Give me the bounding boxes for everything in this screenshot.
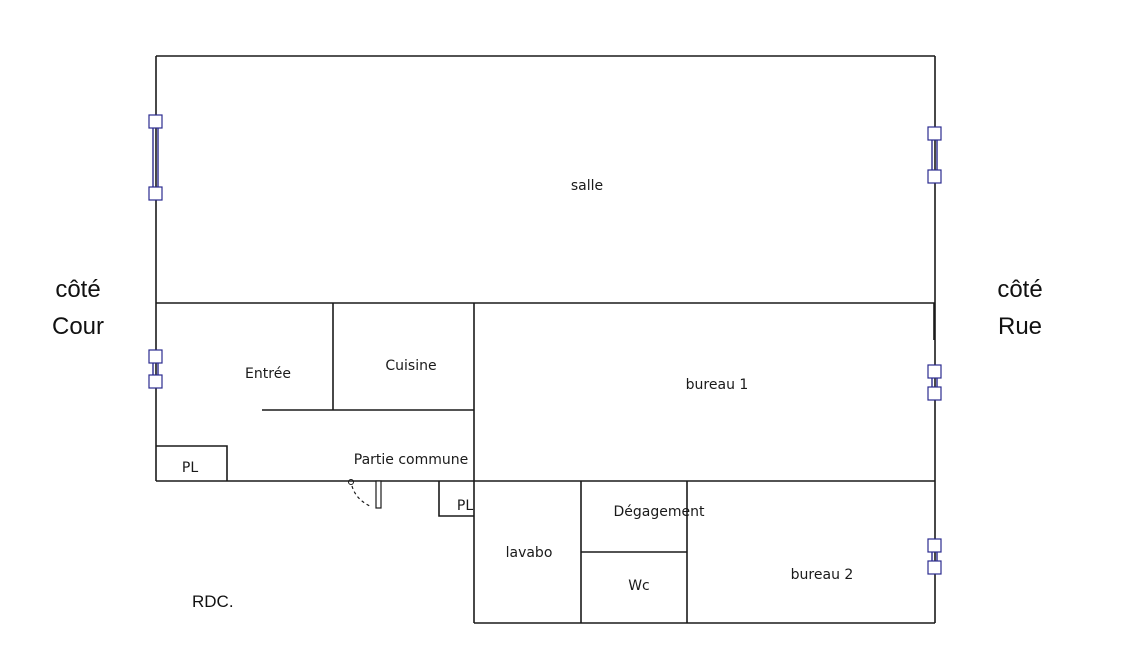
side-left-line2: Cour: [52, 313, 104, 340]
window-bureau2-right: [927, 538, 942, 575]
label-bureau-1: bureau 1: [686, 377, 749, 393]
label-wc: Wc: [628, 578, 650, 594]
label-partie-commune: Partie commune: [354, 452, 469, 468]
side-left-line1: côté: [55, 276, 100, 303]
wall-pl-left: [156, 445, 228, 481]
label-lavabo: lavabo: [506, 545, 553, 561]
side-right-line1: côté: [997, 276, 1042, 303]
window-bureau1-right: [927, 364, 942, 401]
walls: [155, 55, 936, 624]
window-entree-left: [148, 349, 163, 389]
label-pl-left: PL: [182, 460, 198, 476]
window-salle-right: [927, 126, 942, 184]
level-label: RDC.: [192, 592, 234, 611]
label-salle: salle: [571, 178, 603, 194]
wall-pl-right: [438, 481, 474, 517]
window-salle-left: [148, 114, 163, 201]
door-symbol: [348, 479, 382, 509]
windows: [148, 114, 942, 575]
side-labels: côté Cour côté Rue: [52, 276, 1043, 340]
label-bureau-2: bureau 2: [791, 567, 854, 583]
room-labels: salle Entrée Cuisine bureau 1 Partie com…: [182, 178, 853, 594]
door-swing-arc: [351, 485, 373, 508]
label-entree: Entrée: [245, 366, 291, 382]
side-right-line2: Rue: [998, 313, 1042, 340]
label-cuisine: Cuisine: [385, 358, 436, 374]
label-degagement: Dégagement: [614, 504, 705, 520]
label-pl-right: PL: [457, 498, 473, 514]
